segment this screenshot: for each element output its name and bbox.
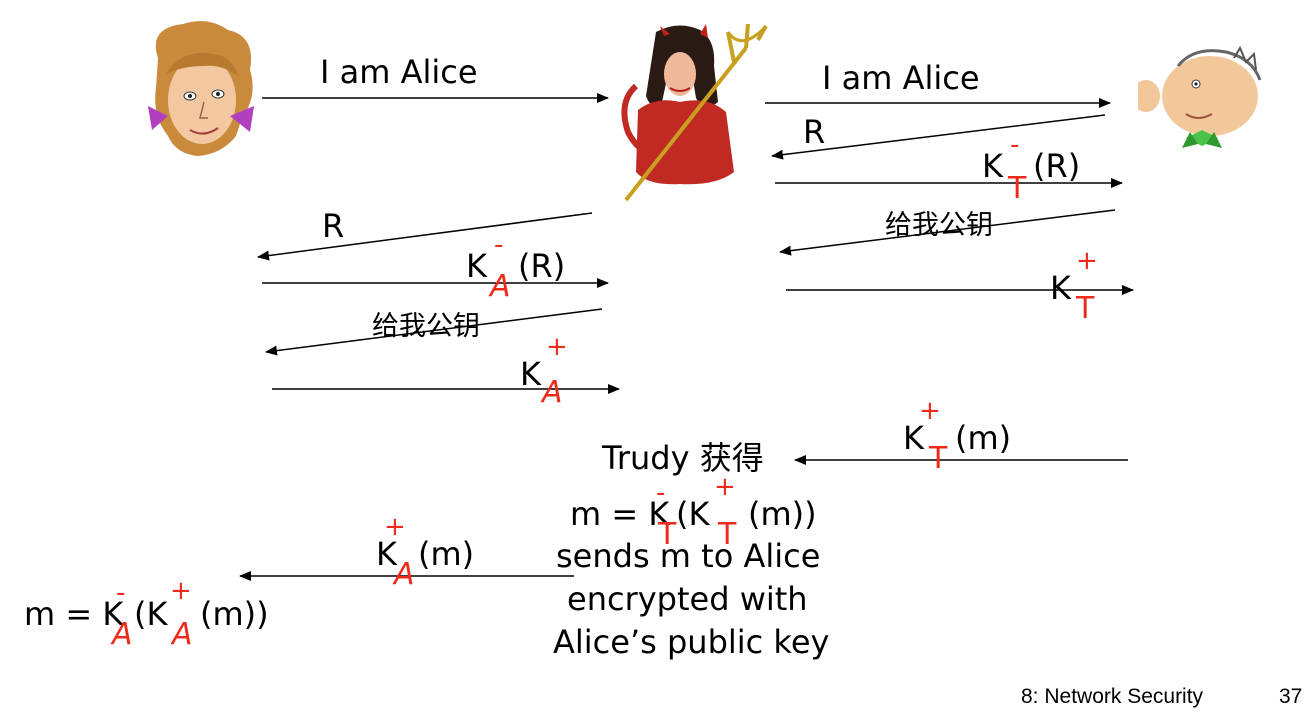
label-paren-R-1: (R) [1033,150,1080,182]
key-sub-T: T [1008,174,1026,204]
key-plus: + [714,474,736,500]
key-trudy-public-1: K + T [1050,248,1120,338]
key-sub-T: T [929,444,947,474]
label-sends-line3: Alice’s public key [553,626,829,658]
label-alice-iam: I am Alice [320,56,478,88]
key-sub-A: A [112,620,133,650]
label-request-key-trudy: 给我公钥 [372,313,480,340]
label-paren-R-2: (R) [518,250,565,282]
label-trudy-nonce: R [322,210,344,242]
footer-section: 8: Network Security [1021,686,1203,707]
key-minus: - [116,580,125,606]
label-sends-line2: encrypted with [567,583,808,615]
key-letter: K [903,422,924,454]
key-sub-T: T [1076,294,1094,324]
label-trudy-iam: I am Alice [822,62,980,94]
key-letter: K [982,150,1003,182]
label-request-key-bob: 给我公钥 [885,212,993,239]
trudy-figure [616,22,772,204]
label-sends-line1: sends m to Alice [556,540,820,572]
key-sub-A: A [490,272,511,302]
key-plus: + [546,334,568,360]
key-sub-A: A [394,560,415,590]
key-letter: K [1050,272,1071,304]
footer-page-number: 37 [1279,686,1302,707]
label-close-mm-1: (m)) [748,498,817,530]
key-sub-A: A [542,378,563,408]
label-bob-nonce: R [803,116,825,148]
key-plus: + [919,398,941,424]
key-letter: K [520,358,541,390]
label-paren-m-2: (m) [418,538,474,570]
key-minus: - [656,480,665,506]
key-plus: + [1076,248,1098,274]
bob-figure [1138,40,1266,164]
key-plus: + [384,514,406,540]
key-letter: K [466,250,487,282]
key-minus: - [494,232,503,258]
label-close-mm-2: (m)) [200,598,269,630]
key-plus: + [170,578,192,604]
label-paren-m-1: (m) [955,422,1011,454]
key-alice-public-1: K + A [520,334,590,424]
key-sub-A: A [172,620,193,650]
key-minus: - [1010,132,1019,158]
alice-figure [138,18,262,166]
label-trudy-obtains: Trudy 获得 [602,442,764,474]
